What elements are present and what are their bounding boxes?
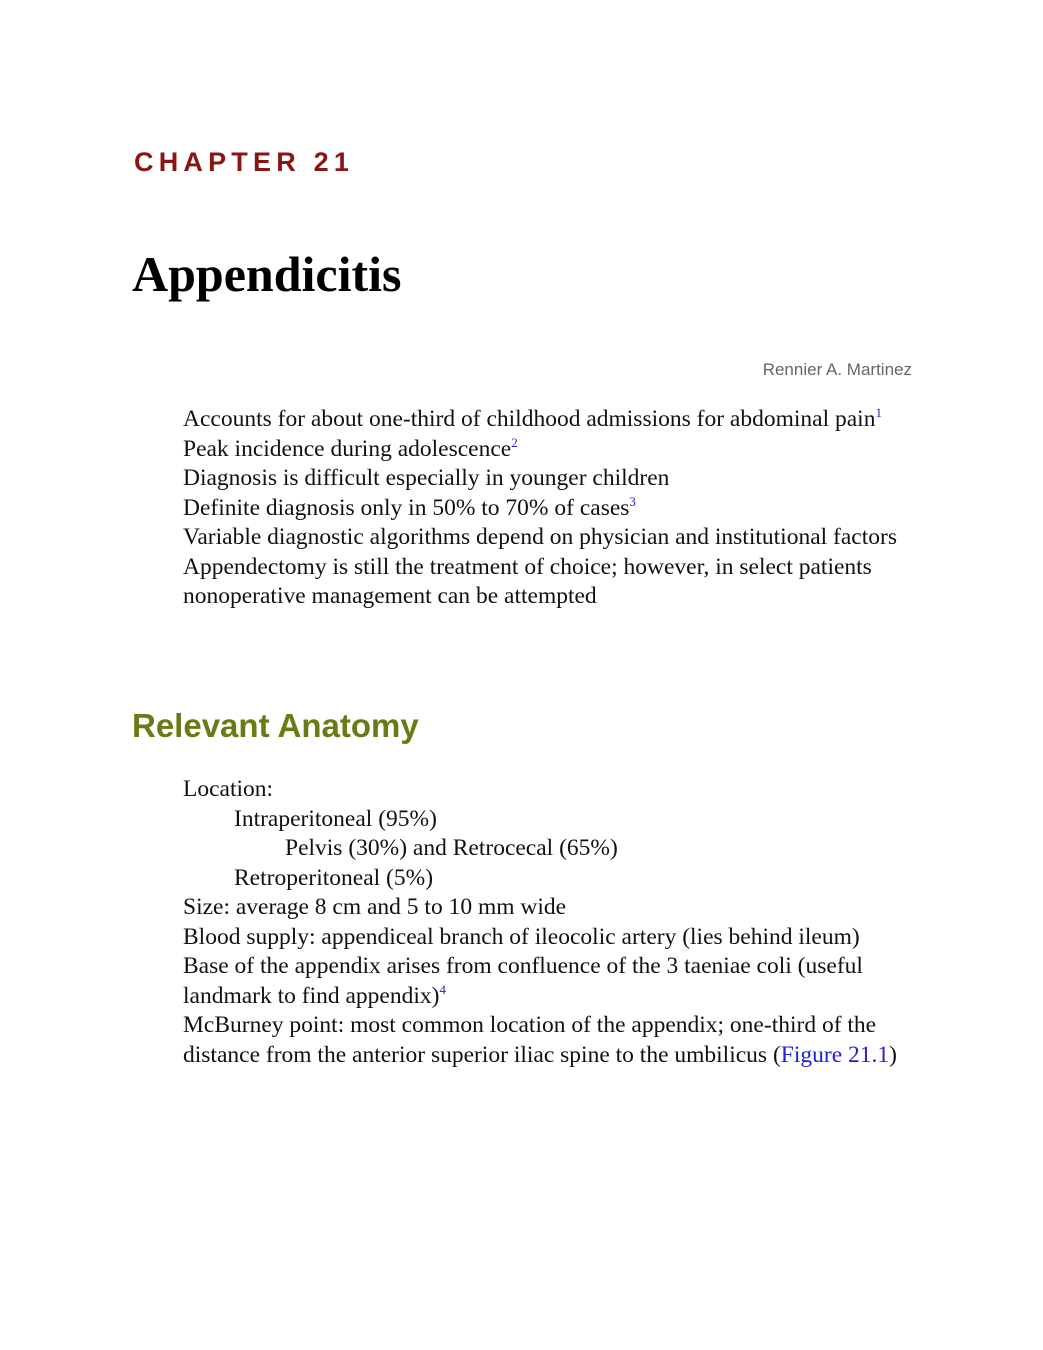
list-item-text: Variable diagnostic algorithms depend on… <box>183 524 897 550</box>
list-item-text: Base of the appendix arises from conflue… <box>183 953 863 1009</box>
intro-bullet-list: Accounts for about one-third of childhoo… <box>183 405 913 612</box>
list-item-base: Base of the appendix arises from conflue… <box>183 952 913 1011</box>
footnote-ref-link[interactable]: 3 <box>629 493 636 509</box>
list-item-text: Definite diagnosis only in 50% to 70% of… <box>183 494 630 521</box>
open-paren: ( <box>772 1041 781 1068</box>
list-item-mcburney: McBurney point: most common location of … <box>183 1011 913 1070</box>
list-item-text: Peak incidence during adolescence <box>183 435 512 462</box>
list-item-pelvis-retrocecal: Pelvis (30%) and Retrocecal (65%) <box>285 835 618 861</box>
chapter-label: CHAPTER 21 <box>134 147 355 177</box>
list-item-location: Location: <box>183 776 274 802</box>
list-item: Peak incidence during adolescence2 <box>183 435 913 465</box>
anatomy-bullet-list: Location: Intraperitoneal (95%) Pelvis (… <box>183 775 913 1070</box>
section-heading-relevant-anatomy: Relevant Anatomy <box>132 707 419 744</box>
list-item-size: Size: average 8 cm and 5 to 10 mm wide <box>183 894 567 920</box>
list-item: Diagnosis is difficult especially in you… <box>183 464 913 494</box>
figure-link[interactable]: Figure 21.1 <box>780 1041 890 1068</box>
close-paren: ) <box>889 1041 897 1068</box>
footnote-ref-link[interactable]: 1 <box>875 405 882 421</box>
footnote-ref-link[interactable]: 4 <box>439 981 446 997</box>
list-item: Definite diagnosis only in 50% to 70% of… <box>183 494 913 524</box>
list-item-intraperitoneal: Intraperitoneal (95%) <box>234 805 437 832</box>
list-item-text: Diagnosis is difficult especially in you… <box>183 465 670 491</box>
list-item: Variable diagnostic algorithms depend on… <box>183 523 913 553</box>
list-item: Accounts for about one-third of childhoo… <box>183 405 913 435</box>
list-item: Appendectomy is still the treatment of c… <box>183 553 913 612</box>
author-name: Rennier A. Martinez <box>762 360 912 379</box>
list-item-text: Appendectomy is still the treatment of c… <box>183 553 872 610</box>
list-item-text: Accounts for about one-third of childhoo… <box>183 406 876 432</box>
footnote-ref-link[interactable]: 2 <box>511 434 518 450</box>
list-item-blood-supply: Blood supply: appendiceal branch of ileo… <box>183 923 860 950</box>
list-item-text: McBurney point: most common location of … <box>183 1012 877 1068</box>
list-item-retroperitoneal: Retroperitoneal (5%) <box>234 864 434 891</box>
chapter-title: Appendicitis <box>132 246 402 302</box>
